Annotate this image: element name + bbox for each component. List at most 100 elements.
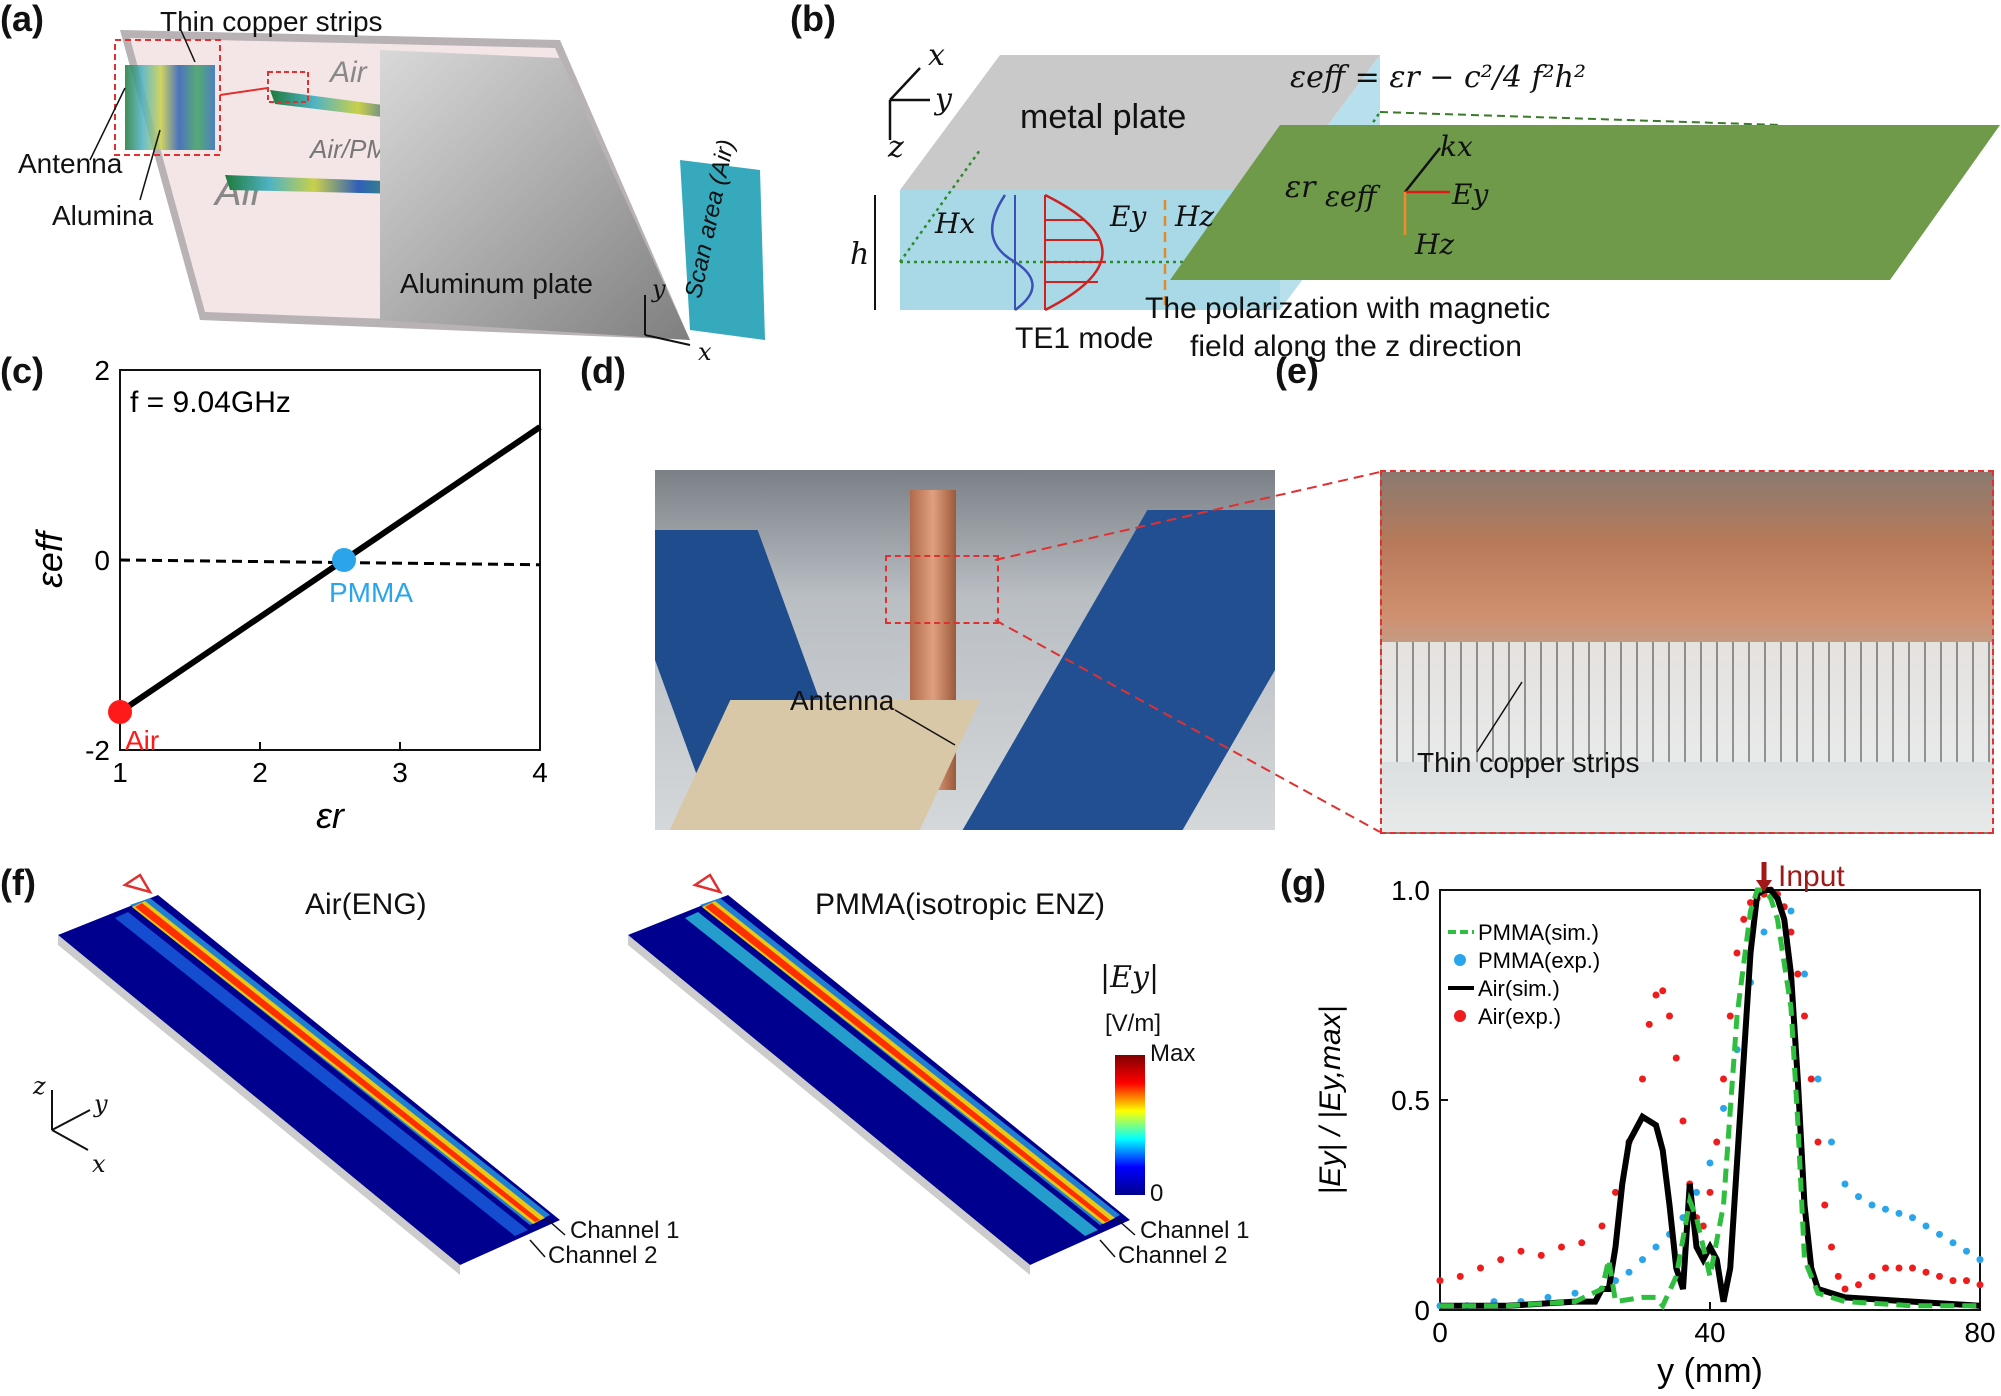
left-channel-1-label: Channel 1 (570, 1217, 680, 1244)
point-pmma (332, 548, 356, 572)
series-point (1828, 1138, 1835, 1146)
y-axis-label: εeff (29, 528, 70, 588)
eps-eff-label: εeff (1325, 180, 1377, 213)
series-point (1814, 1138, 1822, 1146)
te1-mode-label: TE1 mode (1015, 322, 1154, 355)
panel-f-field-maps: Air(ENG) PMMA(isotropic ENZ) |Ey| [V/m] … (0, 860, 1280, 1391)
metal-plate-label: metal plate (1020, 98, 1187, 136)
panel-label-d: (d) (580, 350, 626, 391)
axis-x-label: x (928, 38, 945, 73)
series-point (1814, 1075, 1822, 1083)
series-line-0 (118, 424, 542, 715)
series-point (1639, 1256, 1646, 1264)
colorbar-unit: [V/m] (1105, 1010, 1162, 1037)
panel-a-illustration: Air Air/PMMA Air Thin copper strips Ante… (0, 0, 780, 366)
series-point (1645, 1020, 1653, 1028)
effective-medium-sheet (1170, 125, 2000, 280)
series-point (1936, 1230, 1943, 1238)
colorbar-max: Max (1150, 1040, 1196, 1067)
alumina-label: Alumina (52, 200, 154, 231)
series-point (1537, 1251, 1545, 1259)
input-arrow-head (1756, 880, 1772, 892)
hz-label: Hz (1175, 200, 1215, 233)
series-point (1659, 987, 1667, 995)
series-point (1699, 1222, 1707, 1230)
series-point (1922, 1222, 1930, 1230)
series-point (1497, 1256, 1505, 1264)
right-channel-2-label: Channel 2 (1118, 1242, 1228, 1269)
series-point (1841, 1285, 1849, 1293)
series-point (1666, 1012, 1673, 1020)
antenna-photo-label: Antenna (790, 685, 895, 716)
colorbar-min: 0 (1150, 1180, 1164, 1207)
series-point (1922, 1268, 1930, 1276)
series-point (1706, 1188, 1714, 1196)
x-tick-label: 1 (112, 757, 128, 788)
series-point (1639, 1075, 1646, 1083)
series-line-0 (1440, 887, 1980, 1311)
series-point (1949, 1239, 1957, 1247)
series-point (1909, 1214, 1916, 1222)
series-point (1834, 1272, 1842, 1280)
point-label-air: Air (125, 725, 159, 756)
antenna-label: Antenna (18, 148, 123, 179)
panel-label-c: (c) (0, 350, 44, 391)
legend-label: PMMA(exp.) (1478, 948, 1600, 973)
panel-label-e: (e) (1275, 350, 1319, 391)
series-point (1612, 1277, 1619, 1285)
right-channel-1-label: Channel 1 (1140, 1217, 1250, 1244)
hx-label: Hx (935, 207, 976, 240)
series-point (1726, 1012, 1734, 1020)
y-tick-label: -2 (85, 735, 110, 766)
triad-x-label: x (92, 1150, 106, 1178)
series-point (1868, 1201, 1876, 1209)
pmma-field-map (628, 873, 1130, 1275)
series-point (1855, 1193, 1862, 1201)
series-point (1612, 1188, 1619, 1196)
series-point (1679, 1117, 1687, 1125)
series-point (1740, 915, 1748, 923)
eps-eff-formula: εeff = εr − c²/4 f²h² (1290, 60, 1587, 95)
zoom-connector-lines (994, 471, 1380, 833)
series-point (1882, 1205, 1889, 1213)
series-point (1828, 1243, 1835, 1251)
series-point (1652, 991, 1660, 999)
air-eng-title: Air(ENG) (305, 888, 427, 921)
series-point (1787, 907, 1795, 915)
series-point (1720, 1075, 1727, 1083)
te1-mode-diagram (874, 55, 2000, 312)
series-point (1720, 1104, 1727, 1112)
legend-label: Air(exp.) (1478, 1004, 1561, 1029)
series-point (1571, 1289, 1579, 1297)
field-distribution-maps (51, 873, 1145, 1275)
series-point (1949, 1277, 1957, 1285)
series-point (1706, 1159, 1714, 1167)
series-point (1801, 970, 1808, 978)
series-line-1 (119, 558, 541, 567)
series-point (1558, 1243, 1565, 1251)
y-tick-label: 2 (94, 355, 110, 386)
caption-line-2: field along the z direction (1190, 330, 1522, 363)
caption-line-1: The polarization with magnetic (1145, 292, 1551, 325)
series-point (1787, 928, 1795, 936)
series-point (1909, 1264, 1916, 1272)
triad-y-label: y (94, 1090, 108, 1118)
panel-label-g: (g) (1280, 862, 1326, 903)
legend-label: PMMA(sim.) (1478, 920, 1599, 945)
legend-marker (1454, 954, 1466, 966)
series-point (1652, 1243, 1660, 1251)
series-point (1598, 1222, 1606, 1230)
kx-label: kx (1440, 130, 1473, 163)
x-tick-label: 0 (1432, 1317, 1448, 1348)
air-top-label: Air (328, 56, 368, 89)
air-field-map (58, 873, 560, 1275)
series-point (1976, 1281, 1984, 1289)
scan-axis-x: x (698, 338, 712, 366)
colorbar (1115, 1055, 1145, 1195)
x-tick-label: 4 (532, 757, 548, 788)
point-label-pmma: PMMA (329, 577, 413, 608)
series-point (1456, 1272, 1464, 1280)
scan-axis-y: y (652, 275, 666, 303)
